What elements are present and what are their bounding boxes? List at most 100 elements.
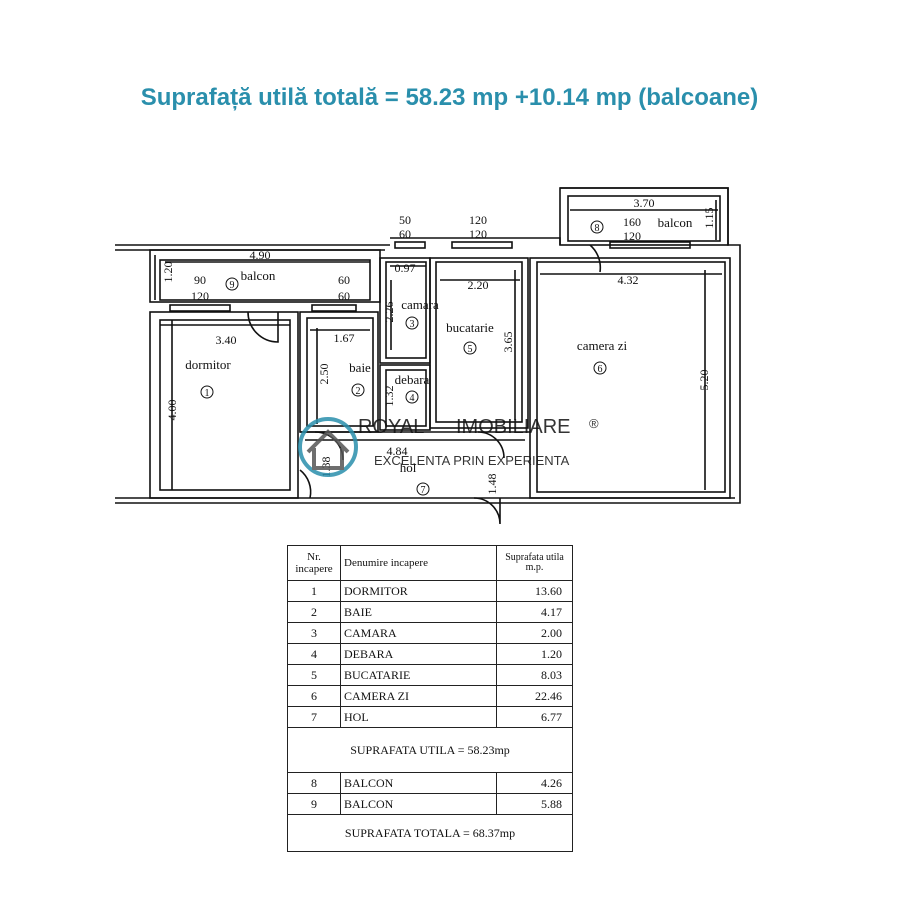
useful-total-row: SUPRAFATA UTILA = 58.23mp xyxy=(287,727,573,773)
cell-name: CAMERA ZI xyxy=(340,685,497,707)
room-number: 4 xyxy=(410,393,415,404)
balcony-8-outline xyxy=(559,187,729,246)
watermark-brand-b: IMOBILIARE xyxy=(456,416,570,438)
logo-ring-icon xyxy=(298,417,358,477)
header-area: Suprafata utila m.p. xyxy=(496,545,573,581)
dim-label: 2.26 xyxy=(382,302,396,323)
room-label-debara: debara xyxy=(395,372,430,387)
cell-area: 5.88 xyxy=(496,793,573,815)
room-number: 2 xyxy=(356,386,361,397)
dim-label: 3.65 xyxy=(501,332,515,353)
area-table: Nr. incapere Denumire incapere Suprafata… xyxy=(287,545,573,854)
window-label: 60 xyxy=(399,227,411,241)
watermark-tagline: EXCELENTA PRIN EXPERIENTA xyxy=(374,453,570,468)
cell-nr: 5 xyxy=(287,664,341,686)
dim-label: 3.40 xyxy=(216,333,237,347)
header-name: Denumire incapere xyxy=(340,545,497,581)
window-label: 120 xyxy=(469,227,487,241)
grand-total-row: SUPRAFATA TOTALA = 68.37mp xyxy=(287,814,573,852)
dim-label: 2.50 xyxy=(317,364,331,385)
dim-label: 3.70 xyxy=(634,196,655,210)
room-number: 7 xyxy=(421,485,426,496)
room-number: 8 xyxy=(595,223,600,234)
dim-label: 0.97 xyxy=(395,261,416,275)
page-title: Suprafață utilă totală = 58.23 mp +10.14… xyxy=(140,84,759,111)
room-number: 6 xyxy=(598,364,603,375)
cell-name: BUCATARIE xyxy=(340,664,497,686)
cell-nr: 3 xyxy=(287,622,341,644)
dim-label: 1.48 xyxy=(485,474,499,495)
logo-house-icon xyxy=(306,429,350,470)
door-swing xyxy=(247,311,279,343)
room-label-baie: baie xyxy=(349,360,371,375)
dim-label: 1.20 xyxy=(161,262,175,283)
cell-nr: 8 xyxy=(287,772,341,794)
dim-label: 4.84 xyxy=(387,444,408,458)
room-label-balcon-9: balcon xyxy=(241,268,276,283)
cell-area: 1.20 xyxy=(496,643,573,665)
cell-area: 22.46 xyxy=(496,685,573,707)
room-label-camera-zi: camera zi xyxy=(577,338,628,353)
room-label-dormitor: dormitor xyxy=(185,357,231,372)
dim-label: 5.20 xyxy=(697,370,711,391)
window-label: 120 xyxy=(469,213,487,227)
cell-area: 4.17 xyxy=(496,601,573,623)
cell-area: 6.77 xyxy=(496,706,573,728)
window-label: 50 xyxy=(399,213,411,227)
cell-name: BALCON xyxy=(340,772,497,794)
cell-area: 8.03 xyxy=(496,664,573,686)
window-label: 120 xyxy=(623,229,641,243)
dim-label: 1.32 xyxy=(382,386,396,407)
window-label: 160 xyxy=(623,215,641,229)
room-hol-outline xyxy=(300,431,530,441)
room-dormitor-outline xyxy=(149,311,299,499)
watermark-brand-a: ROYAL xyxy=(358,416,424,438)
window-label: 60 xyxy=(338,289,350,303)
cell-area: 2.00 xyxy=(496,622,573,644)
cell-name: DEBARA xyxy=(340,643,497,665)
dim-label: 4.90 xyxy=(250,248,271,262)
cell-name: BALCON xyxy=(340,793,497,815)
window-label: 60 xyxy=(338,273,350,287)
window-label: 90 xyxy=(194,273,206,287)
watermark-registered: ® xyxy=(589,416,599,431)
floor-plan: 4.90 1.20 3.40 4.00 1.67 2.50 0.97 2.26 … xyxy=(115,187,741,525)
room-number: 9 xyxy=(230,280,235,291)
window-label: 120 xyxy=(191,289,209,303)
room-camera-zi-outline xyxy=(529,257,731,499)
header-nr: Nr. incapere xyxy=(287,545,341,581)
table-header-row: Nr. incapere Denumire incapere Suprafata… xyxy=(287,545,573,581)
cell-name: BAIE xyxy=(340,601,497,623)
cell-name: HOL xyxy=(340,706,497,728)
cell-name: DORMITOR xyxy=(340,580,497,602)
cell-nr: 7 xyxy=(287,706,341,728)
cell-nr: 9 xyxy=(287,793,341,815)
cell-name: CAMARA xyxy=(340,622,497,644)
cell-nr: 1 xyxy=(287,580,341,602)
room-label-bucatarie: bucatarie xyxy=(446,320,494,335)
room-number: 3 xyxy=(410,319,415,330)
cell-nr: 4 xyxy=(287,643,341,665)
room-number: 1 xyxy=(205,388,210,399)
dim-label: 2.20 xyxy=(468,278,489,292)
cell-area: 13.60 xyxy=(496,580,573,602)
room-bucatarie-outline xyxy=(429,257,529,429)
watermark-logo: ROYAL IMOBILIARE ® EXCELENTA PRIN EXPERI… xyxy=(298,416,599,477)
dim-label: 1.15 xyxy=(702,208,716,229)
dim-label: 4.32 xyxy=(618,273,639,287)
cell-nr: 2 xyxy=(287,601,341,623)
cell-nr: 6 xyxy=(287,685,341,707)
useful-total: SUPRAFATA UTILA = 58.23mp xyxy=(287,727,573,773)
room-label-camara: camara xyxy=(401,297,439,312)
cell-area: 4.26 xyxy=(496,772,573,794)
room-label-hol: hol xyxy=(400,460,417,475)
